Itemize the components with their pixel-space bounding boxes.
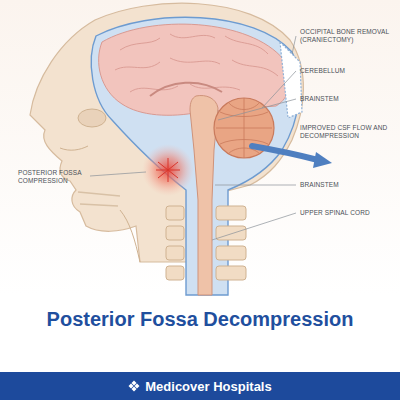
vertebra: [216, 246, 246, 260]
leader-line: [218, 99, 296, 120]
vertebra-body: [166, 206, 184, 220]
hospital-logo: [128, 380, 140, 392]
teeth: [78, 192, 120, 206]
csf-space: [91, 17, 299, 295]
vertebra-body: [166, 226, 184, 240]
leader-line: [292, 36, 296, 54]
illustration-ground: [0, 0, 400, 295]
leader-lines: [90, 36, 296, 240]
part-label: OCCIPITAL BONE REMOVAL (CRANIECTOMY): [300, 28, 392, 44]
cheek-line: [60, 146, 88, 150]
vertebrae: [166, 206, 246, 280]
leader-line: [90, 172, 146, 176]
diagram-title: Posterior Fossa Decompression: [0, 308, 400, 331]
vertebra: [216, 206, 246, 220]
flow-arrow: [252, 146, 318, 160]
part-label: CEREBELLUM: [300, 67, 392, 75]
vertebra-body: [166, 266, 184, 280]
vertebra-body: [166, 246, 184, 260]
craniectomy-opening: [280, 42, 302, 118]
compression-glow: [142, 144, 194, 196]
logo-mark: [129, 381, 140, 392]
footer-band: Medicover Hospitals: [0, 372, 400, 400]
flow-arrowhead: [313, 152, 332, 168]
vertebra: [216, 226, 246, 240]
compression-burst: [156, 158, 180, 182]
jaw: [120, 210, 140, 262]
eye-socket: [78, 109, 106, 127]
part-label: IMPROVED CSF FLOW AND DECOMPRESSION: [300, 124, 392, 140]
leader-line: [262, 71, 296, 108]
part-label: BRAINSTEM: [300, 181, 392, 189]
part-label: POSTERIOR FOSSA COMPRESSION: [18, 169, 88, 185]
part-label: UPPER SPINAL CORD: [300, 209, 392, 217]
brand-name: Medicover Hospitals: [145, 379, 271, 394]
leader-line: [212, 213, 296, 240]
leader-line: [215, 185, 296, 186]
vertebra: [216, 266, 246, 280]
part-label: BRAINSTEM: [300, 95, 392, 103]
corpus-callosum: [150, 83, 222, 96]
